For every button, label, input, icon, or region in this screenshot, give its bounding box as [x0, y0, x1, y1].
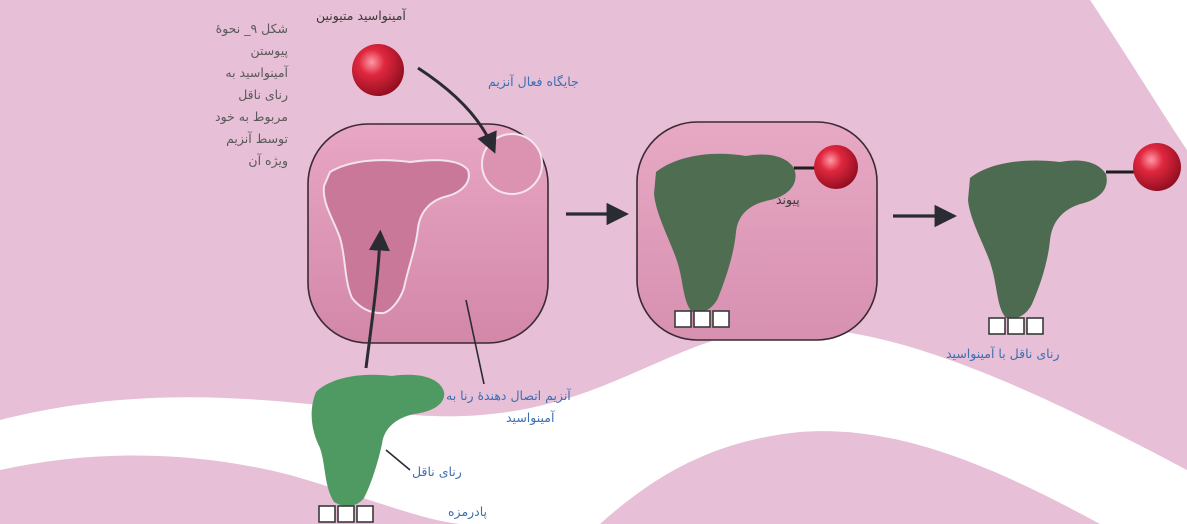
label-enzyme-active-site: جایگاه فعال آنزیم: [488, 74, 579, 89]
label-trna: رنای ناقل: [412, 464, 462, 479]
background-corner: [1090, 0, 1187, 150]
label-trna-with-amino-acid: رنای ناقل با آمینواسید: [946, 346, 1060, 361]
label-specific-amino-acid: آمینواسید متیونین: [316, 8, 406, 23]
figure-caption: شکل ۹_ نحوهٔ پیوستن آمینواسید به رنای نا…: [200, 18, 288, 172]
anticodon-boxes-1: [319, 506, 373, 522]
amino-acid-ball-2: [814, 145, 858, 189]
label-enzyme-line2: آمینواسید: [506, 410, 554, 425]
amino-acid-ball: [352, 44, 404, 96]
label-bond: پیوند: [776, 192, 800, 207]
trna-charged: [968, 161, 1107, 319]
label-anticodon: پادرمزه: [448, 504, 487, 519]
anticodon-boxes-3: [989, 318, 1043, 334]
anticodon-boxes-2: [675, 311, 729, 327]
label-enzyme-line1: آنزیم اتصال دهندهٔ رنا به: [446, 388, 571, 403]
amino-acid-ball-3: [1133, 143, 1181, 191]
